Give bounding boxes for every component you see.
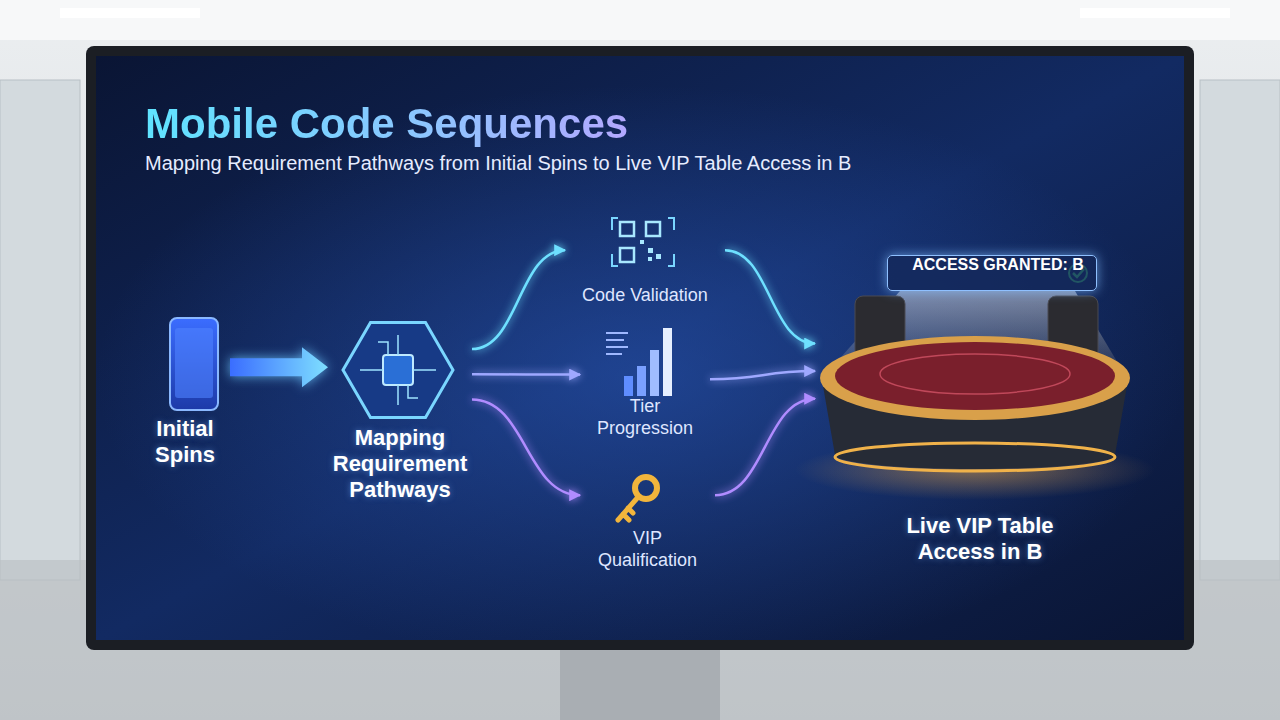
node-label: Code Validation xyxy=(565,284,725,306)
bar xyxy=(637,366,646,396)
key-shaft xyxy=(618,496,639,520)
qr-finder xyxy=(620,222,634,236)
table-rim xyxy=(820,336,1130,420)
phone-screen xyxy=(175,328,213,398)
check-circle xyxy=(1069,264,1087,282)
node-label: Mapping Requirement Pathways xyxy=(328,425,472,503)
diagram-title: Mobile Code Sequences xyxy=(145,100,628,148)
screen xyxy=(96,56,1184,640)
bar xyxy=(663,328,672,396)
node-label: Tier Progression xyxy=(580,395,710,439)
screen-glow xyxy=(96,56,1184,640)
access-badge: ACCESS GRANTED: B xyxy=(887,255,1097,291)
phone-icon xyxy=(170,318,218,410)
qr-frame xyxy=(612,218,674,266)
circuit-traces xyxy=(360,335,436,405)
ceiling xyxy=(0,0,1280,40)
qr-finder xyxy=(620,248,634,262)
hexagon-chip xyxy=(343,322,453,417)
node-label: Live VIP Table Access in B xyxy=(875,513,1085,565)
node-label: ACCESS GRANTED: B xyxy=(912,256,1084,274)
glass-panel xyxy=(0,80,80,580)
bar xyxy=(650,350,659,396)
node-label: Initial Spins xyxy=(140,416,230,468)
pathway-node: VIP Qualification xyxy=(580,470,715,575)
block-arrow xyxy=(230,347,328,387)
table-felt xyxy=(835,342,1115,410)
glass-panel xyxy=(1200,80,1280,580)
felt-line xyxy=(880,354,1070,394)
ceiling-light xyxy=(1080,8,1230,18)
node-label: VIP Qualification xyxy=(588,527,708,571)
mapping-node: Mapping Requirement Pathways xyxy=(328,305,472,515)
start-node: Initial Spins xyxy=(140,315,230,480)
pathway-node: Code Validation xyxy=(565,205,725,310)
monitor-stand xyxy=(560,640,720,720)
connector-arrow xyxy=(472,373,580,376)
text-lines-icon xyxy=(606,333,628,354)
subtitle: Mapping Requirement Pathways from Initia… xyxy=(145,152,851,175)
ceiling-light xyxy=(60,8,200,18)
vip-table-node: Live VIP Table Access in B ACCESS GRANTED… xyxy=(815,240,1145,585)
monitor-bezel xyxy=(86,46,1194,650)
qr-modules xyxy=(640,240,661,261)
connector-arrow xyxy=(715,399,815,496)
pathway-node: Tier Progression xyxy=(580,325,710,443)
bar xyxy=(624,376,633,396)
connector-arrow xyxy=(725,250,815,343)
table-base-light xyxy=(835,443,1115,471)
connector-arrow xyxy=(710,371,815,379)
chip-core xyxy=(383,355,413,385)
check-mark xyxy=(1073,269,1084,277)
connector-arrow xyxy=(472,250,565,349)
qr-finder xyxy=(646,222,660,236)
connector-arrow xyxy=(472,400,580,496)
